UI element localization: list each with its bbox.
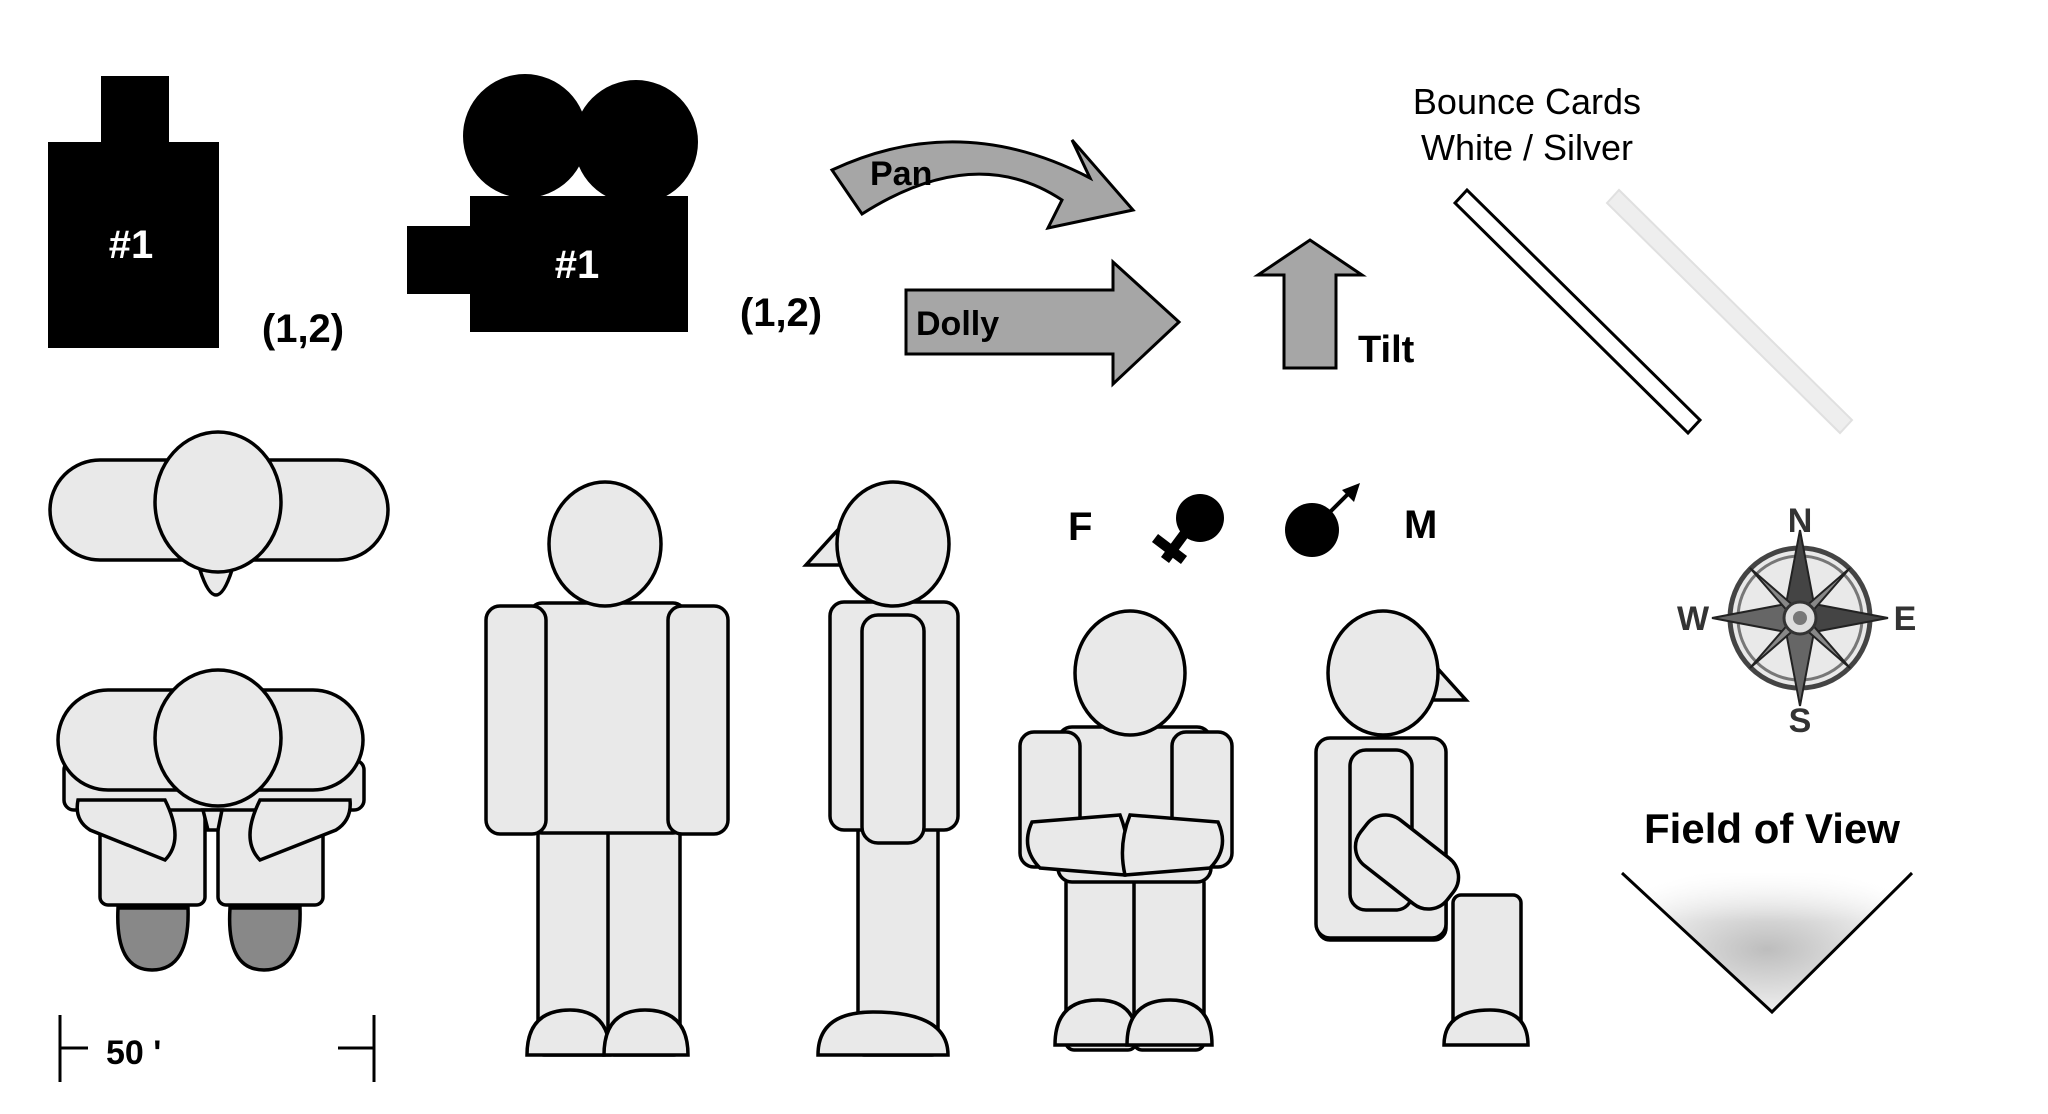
tilt-arrow[interactable]	[1253, 238, 1367, 370]
compass-east: E	[1894, 600, 1917, 638]
bounce-card-white[interactable]	[1452, 187, 1703, 436]
compass-north: N	[1788, 502, 1813, 540]
camera-coords-label: (1,2)	[740, 291, 822, 335]
bounce-cards-subtitle: White / Silver	[1421, 127, 1633, 168]
dolly-arrow[interactable]: Dolly	[904, 258, 1182, 388]
male-symbol-icon	[1285, 483, 1360, 557]
field-of-view-label: Field of View	[1644, 805, 1900, 852]
figure-seated-side[interactable]	[1314, 609, 1530, 1047]
bounce-cards-title: Bounce Cards	[1413, 81, 1641, 122]
light-number-label: #1	[109, 223, 154, 267]
camera-number-label: #1	[555, 243, 600, 287]
dolly-label: Dolly	[916, 305, 999, 343]
bounce-card-silver[interactable]	[1605, 188, 1854, 435]
light-coords-label: (1,2)	[262, 307, 344, 351]
tilt-label: Tilt	[1358, 329, 1415, 371]
figure-top-view-arms-folded[interactable]	[56, 668, 366, 972]
scale-label: 50 '	[106, 1034, 161, 1072]
compass-south: S	[1789, 702, 1812, 740]
figure-top-view-arms-out[interactable]	[48, 430, 390, 597]
field-of-view-symbol[interactable]	[1620, 871, 1914, 1015]
pan-arrow[interactable]: Pan	[829, 139, 1136, 231]
compass-west: W	[1677, 600, 1710, 638]
female-label: F	[1068, 505, 1092, 549]
male-label: M	[1404, 503, 1437, 547]
pan-label: Pan	[870, 155, 932, 193]
light-symbol[interactable]: #1	[48, 76, 219, 348]
scale-bar	[58, 1015, 376, 1082]
figure-seated-front[interactable]	[1018, 609, 1234, 1052]
figure-standing-side[interactable]	[802, 480, 960, 1057]
female-symbol-icon	[1151, 494, 1224, 564]
figure-standing-front[interactable]	[484, 480, 730, 1057]
compass-rose-icon	[1711, 529, 1889, 707]
camera-symbol[interactable]: #1	[407, 74, 698, 332]
